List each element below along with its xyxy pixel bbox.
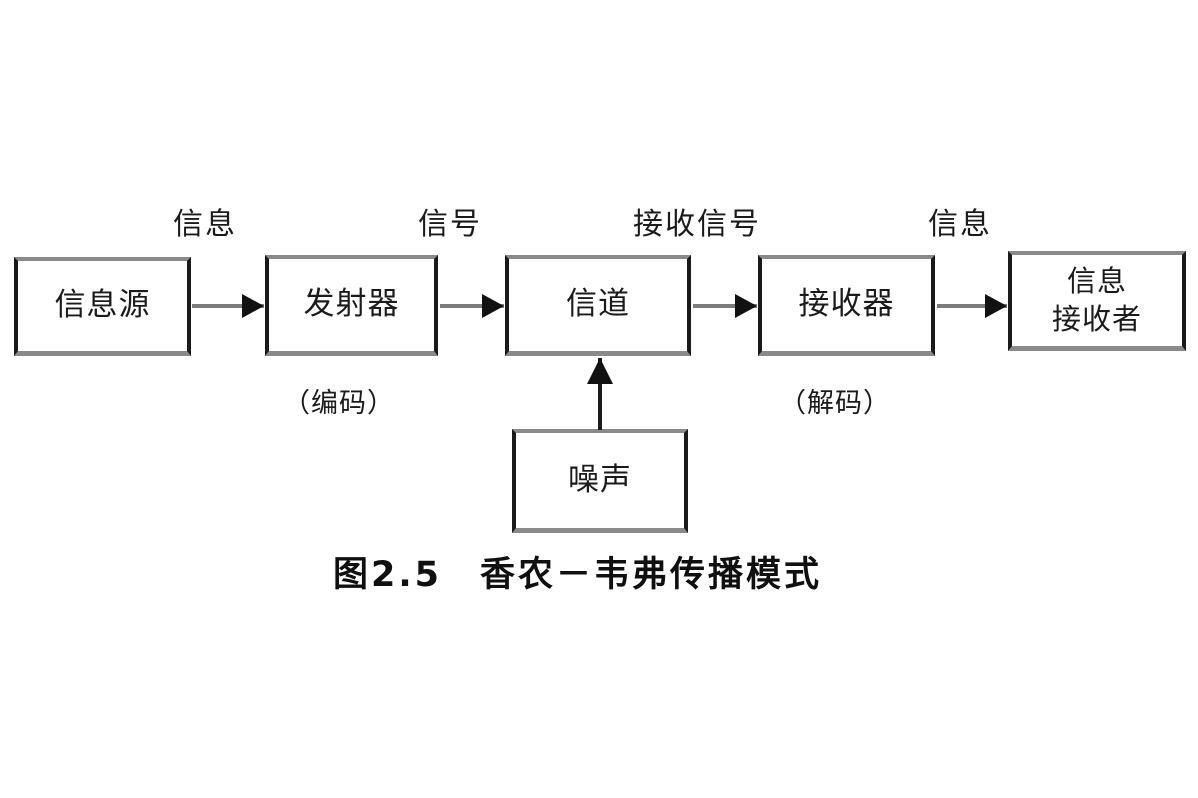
flow-label-received-signal: 接收信号 xyxy=(633,207,761,242)
arrow-right-icon xyxy=(985,294,1007,318)
arrow-shaft xyxy=(192,304,264,308)
arrow-up-icon xyxy=(587,358,613,384)
arrow-shaft xyxy=(937,304,1007,308)
node-receiver-label: 接收器 xyxy=(798,286,895,323)
node-transmitter-label: 发射器 xyxy=(303,286,400,323)
arrow-transmitter-to-channel xyxy=(440,293,504,319)
arrow-noise-to-channel xyxy=(587,358,613,430)
arrow-receiver-to-destination xyxy=(937,293,1007,319)
flow-label-information-1: 信息 xyxy=(173,207,237,242)
arrow-right-icon xyxy=(735,294,757,318)
arrow-right-icon xyxy=(242,294,264,318)
figure-caption: 图2.5 香农－韦弗传播模式 xyxy=(333,555,823,595)
node-channel-label: 信道 xyxy=(566,286,630,323)
node-information-source-label: 信息源 xyxy=(54,287,151,324)
arrow-shaft xyxy=(440,304,504,308)
node-destination: 信息 接收者 xyxy=(1008,251,1186,351)
node-noise-label: 噪声 xyxy=(568,461,632,498)
sublabel-encoding: （编码） xyxy=(283,388,395,419)
arrow-shaft xyxy=(693,304,757,308)
node-transmitter: 发射器 xyxy=(265,255,438,356)
node-information-source: 信息源 xyxy=(14,257,191,356)
node-noise: 噪声 xyxy=(512,429,688,533)
arrow-channel-to-receiver xyxy=(693,293,757,319)
sublabel-decoding: （解码） xyxy=(779,388,891,419)
node-receiver: 接收器 xyxy=(758,255,935,356)
flow-label-signal: 信号 xyxy=(418,207,482,242)
node-channel: 信道 xyxy=(505,255,691,356)
arrow-right-icon xyxy=(482,294,504,318)
flow-label-information-2: 信息 xyxy=(928,207,992,242)
arrow-source-to-transmitter xyxy=(192,293,264,319)
arrow-shaft xyxy=(598,358,602,430)
node-destination-label: 信息 接收者 xyxy=(1051,264,1142,336)
